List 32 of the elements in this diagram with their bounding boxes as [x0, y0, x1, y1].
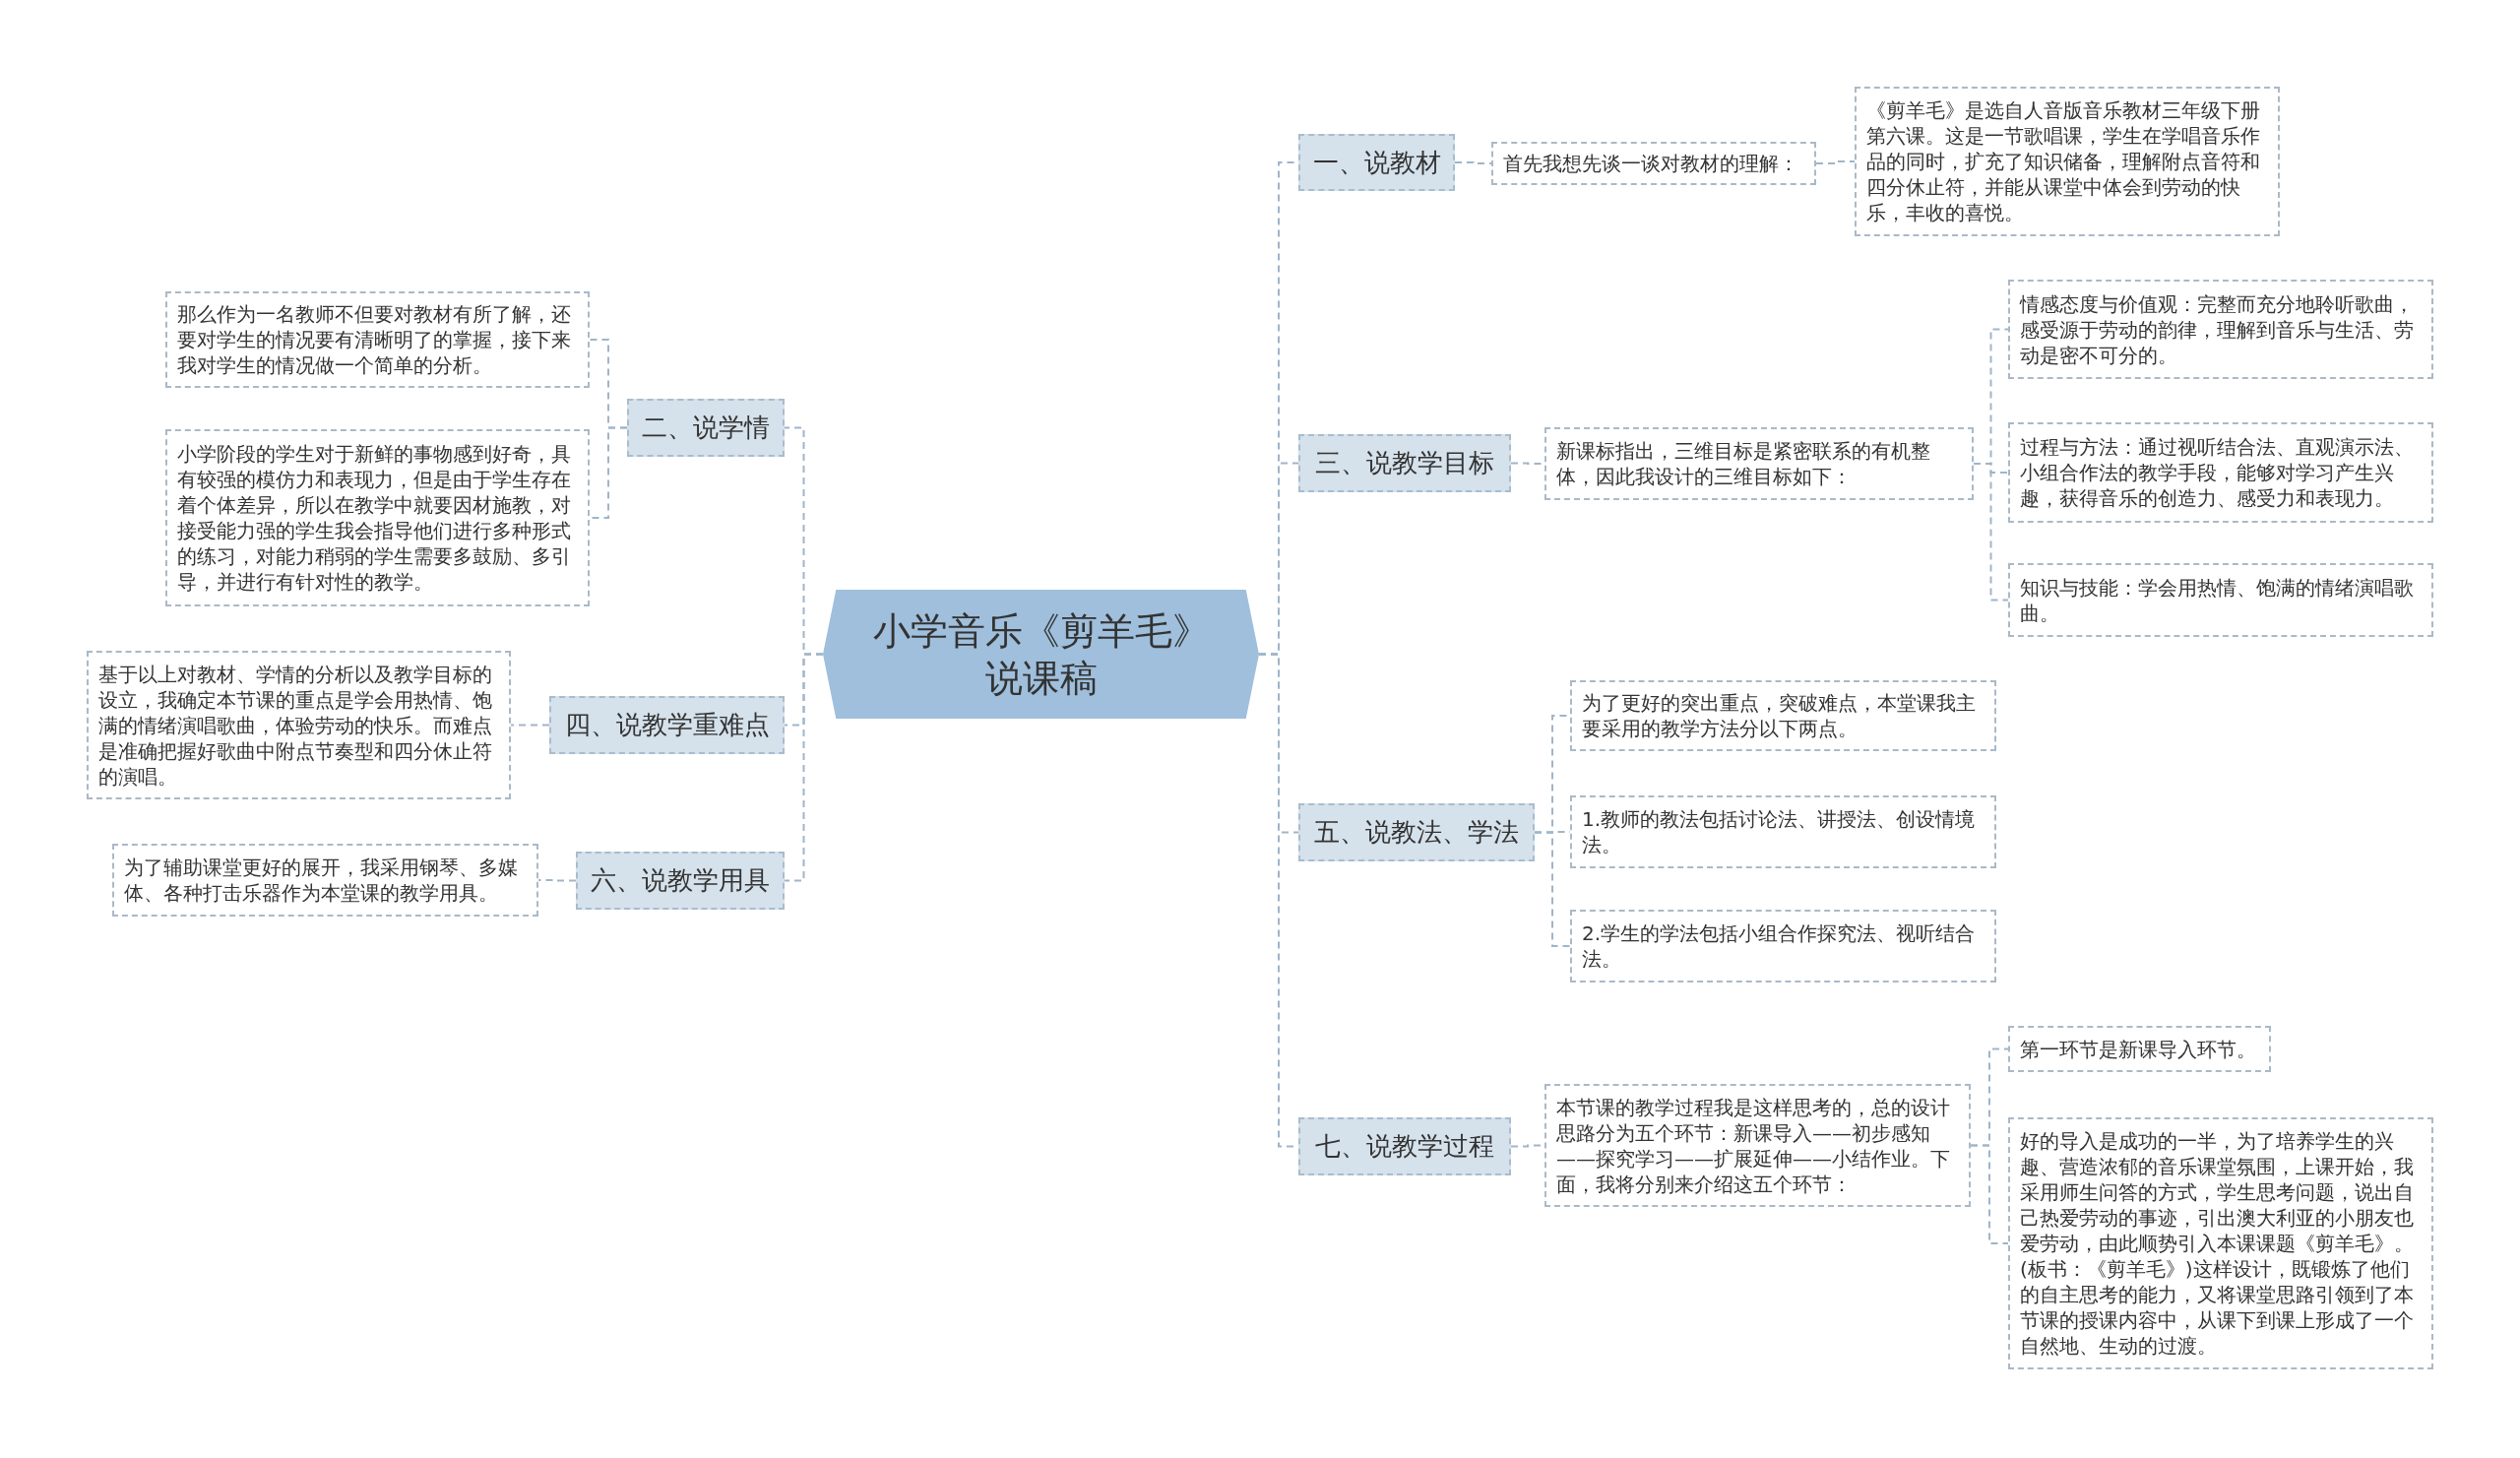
- topic-box: 六、说教学用具: [576, 852, 785, 910]
- note-box: 1.教师的教法包括讨论法、讲授法、创设情境法。: [1570, 795, 1996, 868]
- note-box: 2.学生的学法包括小组合作探究法、视听结合法。: [1570, 910, 1996, 983]
- connector-line: [1534, 831, 1571, 947]
- topic-box: 三、说教学目标: [1298, 434, 1511, 492]
- note-box: 那么作为一名教师不但要对教材有所了解，还要对学生的情况要有清晰明了的掌握，接下来我对学生的情况做一个简单的分析。: [165, 291, 590, 388]
- connector-line: [1973, 463, 2009, 602]
- central-topic: 小学音乐《剪羊毛》说课稿: [823, 590, 1259, 719]
- topic-box: 五、说教法、学法: [1298, 803, 1535, 861]
- connector-line: [1454, 161, 1492, 164]
- topic-box: 七、说教学过程: [1298, 1117, 1511, 1175]
- note-box: 基于以上对教材、学情的分析以及教学目标的设立，我确定本节课的重点是学会用热情、饱满的情绪演唱歌曲，体验劳动的快乐。而难点是准确把握好歌曲中附点节奏型和四分休止符的演唱。: [87, 651, 511, 799]
- connector-line: [537, 879, 577, 882]
- connector-line: [510, 724, 550, 727]
- connector-line: [1815, 160, 1856, 164]
- note-box: 好的导入是成功的一半，为了培养学生的兴趣、营造浓郁的音乐课堂氛围，上课开始，我采用师生问答的方式，学生思考问题，说出自己热爱劳动的事迹，引出澳大利亚的小朋友也爱劳动，由此顺势引入本课课题《剪羊毛》。(板书：《剪羊毛》)这样设计，既锻炼了他们的自主思考的能力，又将课堂思路引领到了本节课的授课内容中，从课下到课上形成了一个自然地、生动的过渡。: [2008, 1117, 2433, 1369]
- note-box: 首先我想先谈一谈对教材的理解：: [1491, 142, 1816, 185]
- connector-line: [784, 653, 824, 882]
- note-box: 本节课的教学过程我是这样思考的，总的设计思路分为五个环节：新课导入——初步感知——探究学习——扩展延伸——小结作业。下面，我将分别来介绍这五个环节：: [1544, 1084, 1971, 1207]
- topic-box: 二、说学情: [627, 399, 785, 457]
- connector-line: [1970, 1144, 2009, 1244]
- topic-box: 四、说教学重难点: [549, 696, 785, 754]
- note-box: 过程与方法：通过视听结合法、直观演示法、小组合作法的教学手段，能够对学习产生兴趣，获得音乐的创造力、感受力和表现力。: [2008, 422, 2433, 523]
- note-box: 为了更好的突出重点，突破难点，本堂课我主要采用的教学方法分以下两点。: [1570, 680, 1996, 751]
- note-box: 第一环节是新课导入环节。: [2008, 1026, 2271, 1072]
- note-box: 知识与技能：学会用热情、饱满的情绪演唱歌曲。: [2008, 563, 2433, 637]
- note-box: 为了辅助课堂更好的展开，我采用钢琴、多媒体、各种打击乐器作为本堂课的教学用具。: [112, 844, 538, 917]
- topic-box: 一、说教材: [1298, 134, 1455, 191]
- note-box: 《剪羊毛》是选自人音版音乐教材三年级下册第六课。这是一节歌唱课，学生在学唱音乐作品的同时，扩充了知识储备，理解附点音符和四分休止符，并能从课堂中体会到劳动的快乐，丰收的喜悦。: [1855, 87, 2280, 236]
- note-box: 情感态度与价值观：完整而充分地聆听歌曲，感受源于劳动的韵律，理解到音乐与生活、劳动是密不可分的。: [2008, 280, 2433, 379]
- note-box: 小学阶段的学生对于新鲜的事物感到好奇，具有较强的模仿力和表现力，但是由于学生存在着个体差异，所以在教学中就要因材施教，对接受能力强的学生我会指导他们进行多种形式的练习，对能力稍弱的学生需要多鼓励、多引导，并进行有针对性的教学。: [165, 429, 590, 606]
- note-box: 新课标指出，三维目标是紧密联系的有机整体，因此我设计的三维目标如下：: [1544, 427, 1974, 500]
